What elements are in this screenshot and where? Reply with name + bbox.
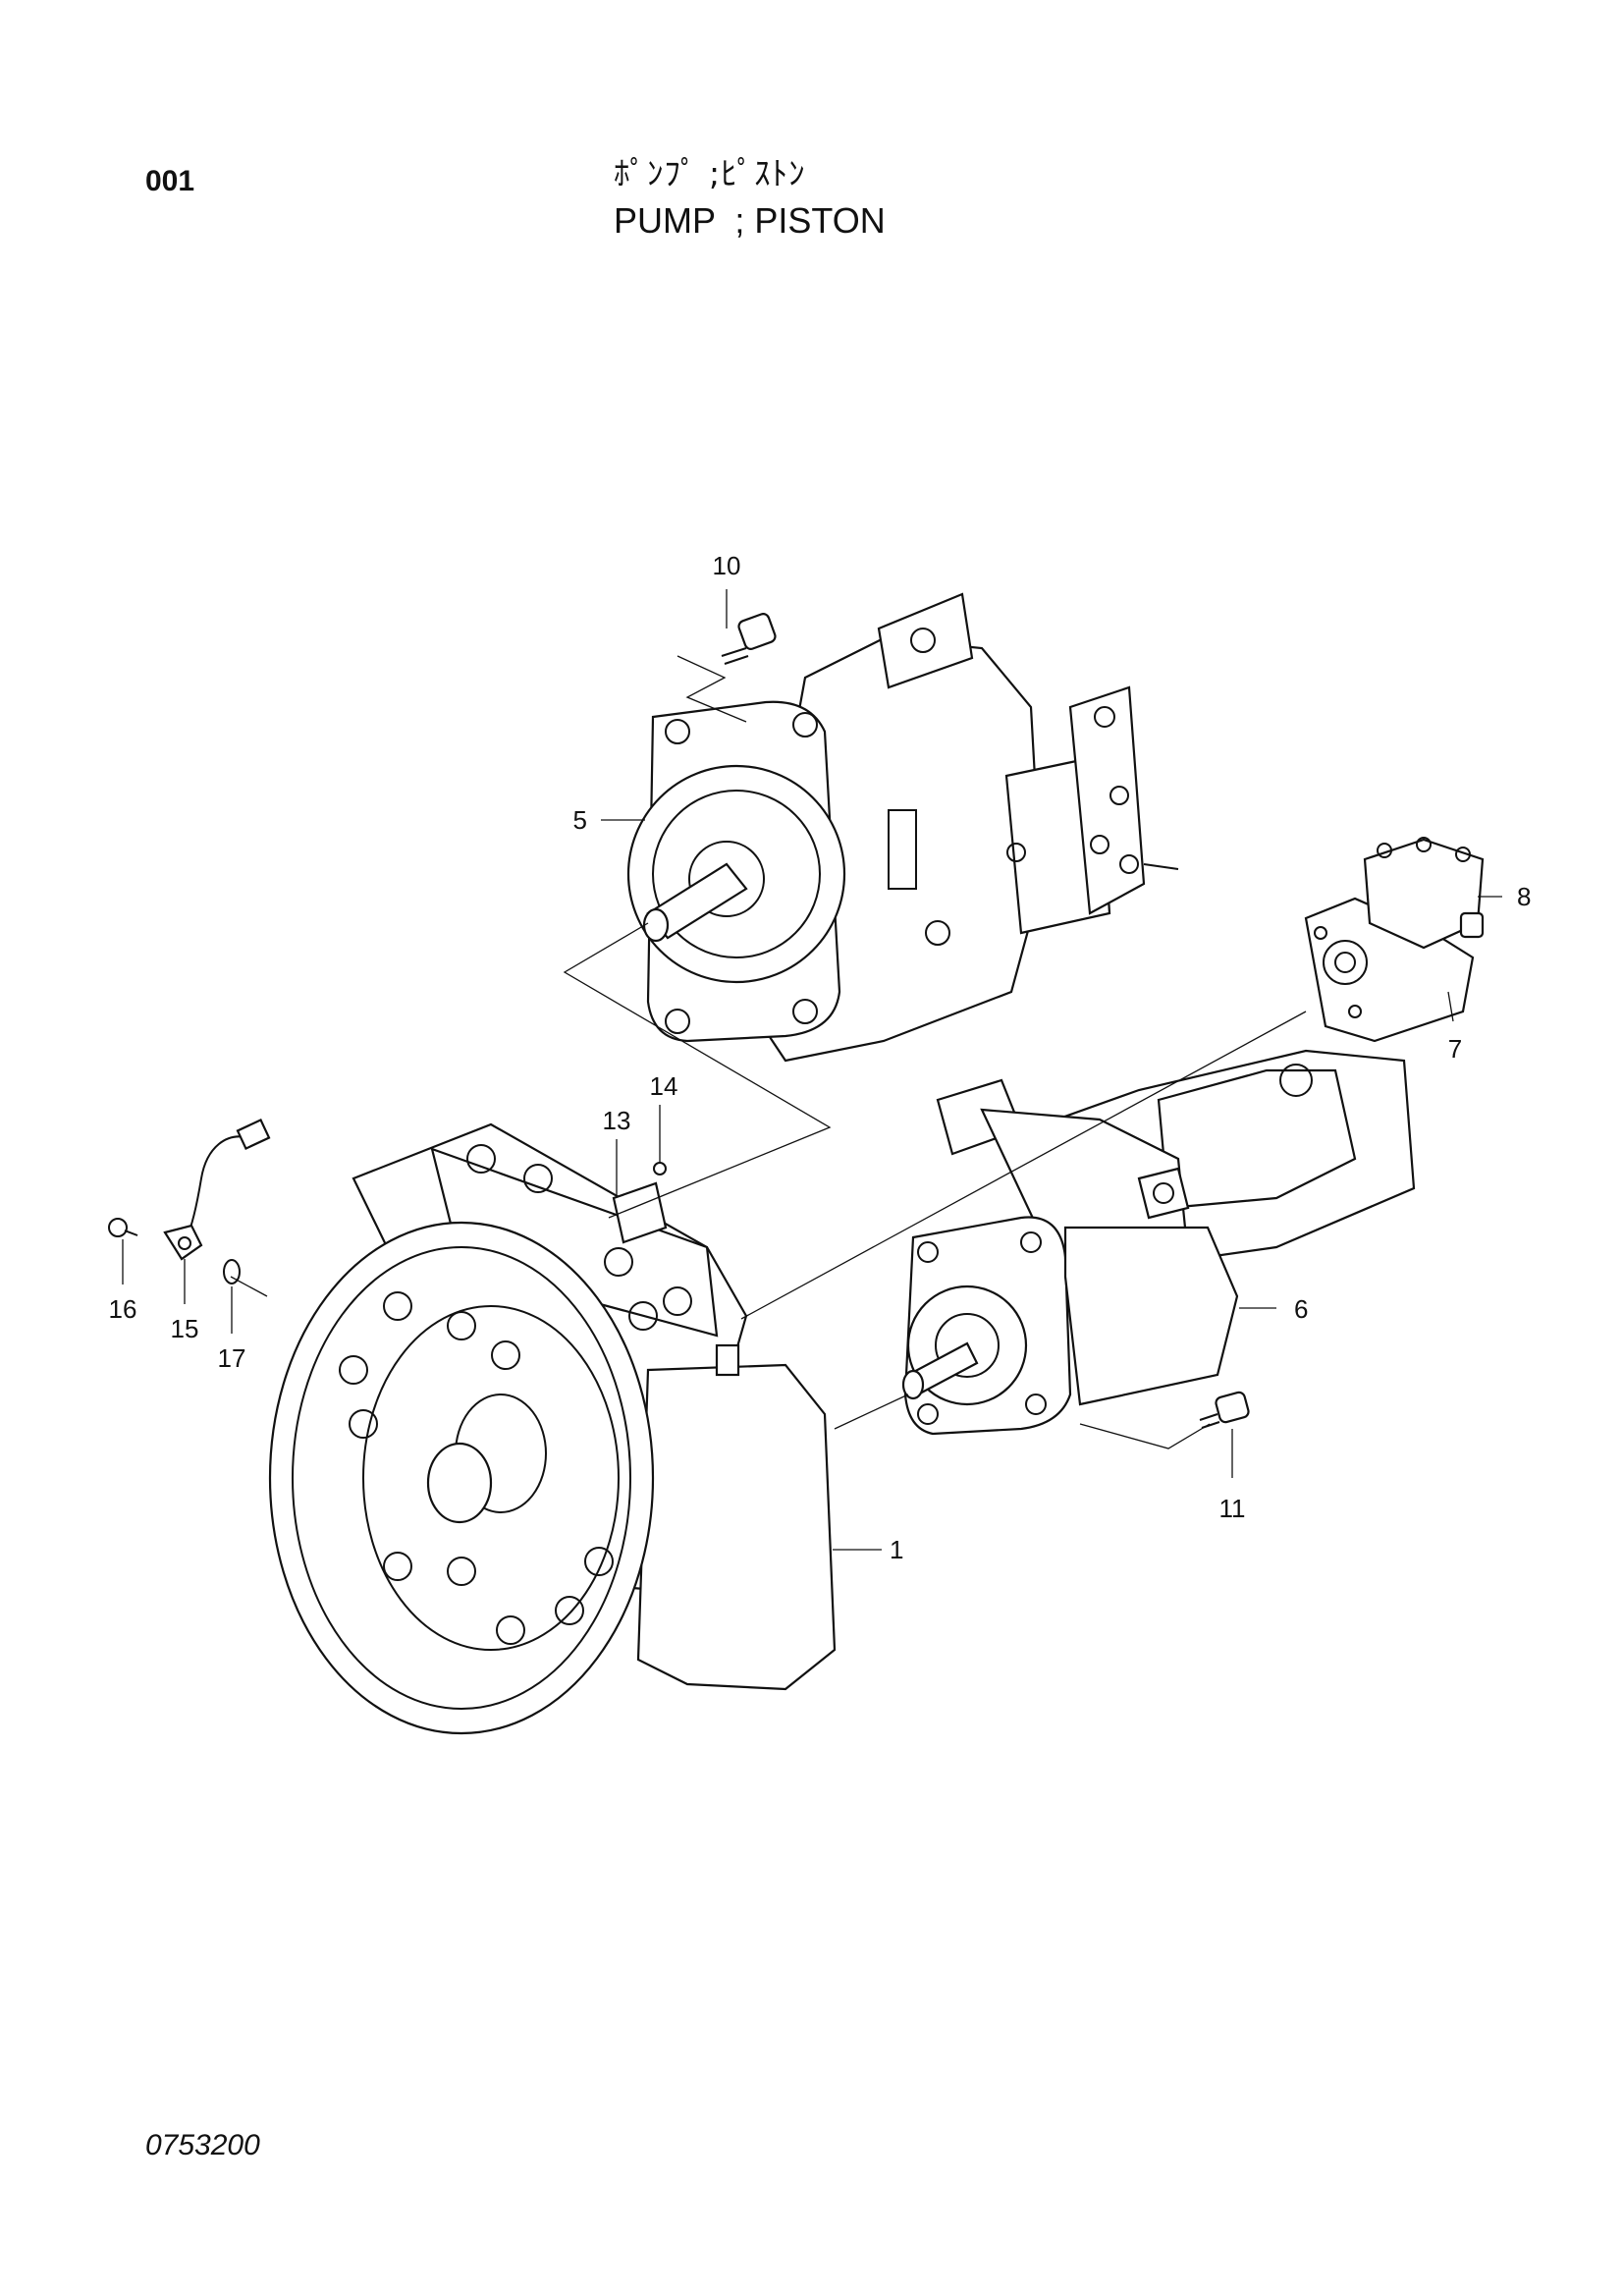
part-6-pump-assembly[interactable] [901, 1049, 1416, 1436]
drawing-code: 0753200 [145, 2129, 260, 2161]
part-1-main-pump[interactable] [268, 1122, 837, 1735]
page-number: 001 [145, 165, 195, 197]
callout-17: 17 [218, 1343, 246, 1373]
leader-lines [122, 589, 1502, 1551]
part-15-sensor[interactable] [163, 1118, 271, 1261]
callout-16: 16 [109, 1294, 137, 1324]
part-5-pump-assembly[interactable] [626, 592, 1179, 1063]
title-english: PUMP ; PISTON [614, 200, 886, 241]
callout-13: 13 [603, 1106, 631, 1135]
callout-1: 1 [890, 1535, 903, 1564]
callout-8: 8 [1517, 882, 1531, 911]
title-japanese: ﾎﾟﾝﾌﾟ ;ﾋﾟｽﾄﾝ [614, 154, 806, 192]
page-title: ﾎﾟﾝﾌﾟ ;ﾋﾟｽﾄﾝ PUMP ; PISTON [614, 147, 886, 242]
part-13-nameplate[interactable] [612, 1181, 668, 1244]
callout-14: 14 [650, 1071, 678, 1101]
part-16-bolt[interactable] [108, 1218, 138, 1237]
callout-15: 15 [171, 1314, 199, 1343]
callout-6: 6 [1294, 1294, 1308, 1324]
part-14-screw[interactable] [653, 1162, 667, 1175]
part-17-o-ring[interactable] [223, 1259, 241, 1285]
assembly-guide-lines [230, 655, 1307, 1449]
part-10-bolt[interactable] [721, 612, 777, 665]
callout-11: 11 [1219, 1494, 1246, 1523]
part-8-valve-block[interactable] [1363, 837, 1485, 950]
callout-5: 5 [573, 805, 587, 835]
part-11-bolt[interactable] [1199, 1391, 1250, 1429]
callout-10: 10 [713, 551, 741, 580]
callout-7: 7 [1448, 1034, 1462, 1064]
